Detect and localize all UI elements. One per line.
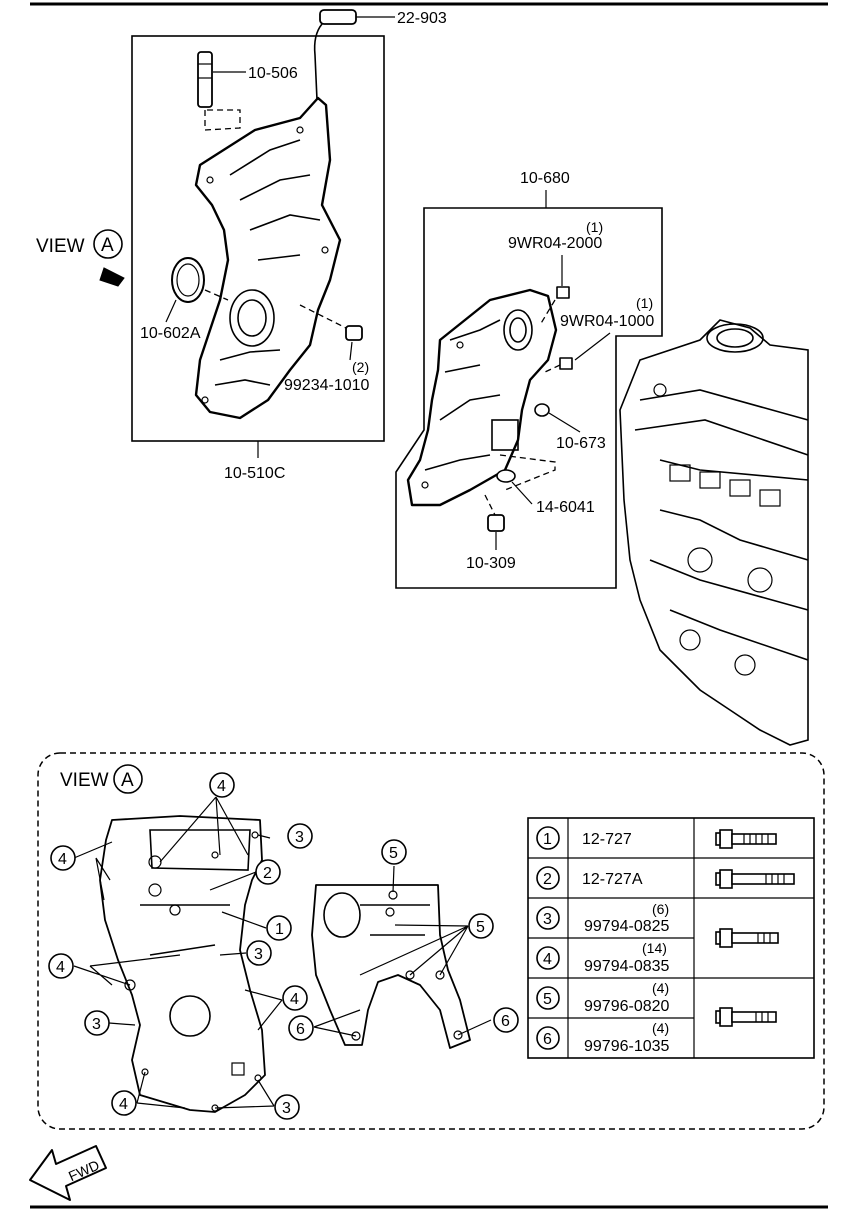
callout-2: 2 [263,865,272,882]
table-num-5: 5 [543,991,552,1008]
view-a-front-cover [99,815,266,1113]
sensor-part [313,9,395,101]
table-part-1: 12-727 [582,831,632,848]
part-b-icon [559,357,573,370]
fwd-arrow-icon: FWD [29,1145,107,1201]
table-part-4: 99794-0835 [584,958,670,975]
plug-part [299,304,363,361]
callout-1: 1 [275,921,284,938]
oring-part [165,257,229,323]
callout-4-left: 4 [58,851,67,868]
callout-4-bottom: 4 [119,1096,128,1113]
bolt-icon-3-4 [715,928,779,948]
callout-3-top: 3 [295,829,304,846]
view-a-arrow-icon [99,267,125,287]
seal1-icon [534,403,550,417]
table-num-4: 4 [543,951,552,968]
callout-3-left: 3 [92,1016,101,1033]
cover2-assy-label: 10-680 [520,170,570,187]
view-a-letter: A [101,235,114,256]
view-a-word: VIEW [36,236,85,257]
view-a-callouts: 4 4 4 3 4 3 2 1 3 4 3 5 5 6 6 [48,772,519,1120]
table-num-6: 6 [543,1031,552,1048]
part-a-label: 9WR04-2000 [508,235,602,252]
bolt-table: 1 2 3 4 5 6 12-727 12-727A (6) 99794-082… [527,817,815,1059]
callout-4-mid: 4 [56,959,65,976]
callout-4-top: 4 [217,778,226,795]
table-part-6: 99796-1035 [584,1038,670,1055]
callout-5-top: 5 [389,845,398,862]
callout-6-left: 6 [296,1021,305,1038]
view-a-detail-word: VIEW [60,770,109,791]
bolt-icon-2 [715,869,795,889]
part-b-qty: (1) [636,295,653,311]
table-part-2: 12-727A [582,871,643,888]
bolt-icon-5-6 [715,1007,777,1027]
dowel-label: 10-506 [248,65,298,82]
view-a-circle [93,229,123,259]
view-a-detail-frame [37,752,825,1130]
engine-block-drawing [619,319,809,746]
view-a-leaders [73,796,492,1109]
cover-assy-label: 10-510C [224,465,285,482]
callout-5-right: 5 [476,919,485,936]
table-qty-3: (6) [652,901,669,917]
bushing-label: 10-309 [466,555,516,572]
view-a-rear-cover [311,884,471,1049]
plug-label: 99234-1010 [284,377,370,394]
table-qty-6: (4) [652,1020,669,1036]
bolt-icon-1 [715,829,777,849]
oring-label: 10-602A [140,325,201,342]
table-num-3: 3 [543,911,552,928]
bushing-icon [487,514,505,532]
front-cover-drawing [194,96,342,420]
callout-4-right: 4 [290,991,299,1008]
table-qty-4: (14) [642,940,667,956]
view-a-detail-circle [113,764,143,794]
table-num-2: 2 [543,871,552,888]
sensor-label: 22-903 [397,10,447,27]
table-part-3: 99794-0825 [584,918,670,935]
part-b-label: 9WR04-1000 [560,313,654,330]
part-a-qty: (1) [586,219,603,235]
table-num-1: 1 [543,831,552,848]
part-a-icon [556,286,570,299]
callout-3-bottom: 3 [282,1100,291,1117]
table-qty-5: (4) [652,980,669,996]
cover2-assembly-frame [395,207,663,589]
callout-6-right: 6 [501,1013,510,1030]
table-part-5: 99796-0820 [584,998,670,1015]
rear-cover-drawing [406,288,558,507]
dowel-part [197,51,246,131]
seal1-label: 10-673 [556,435,606,452]
view-a-detail-letter: A [121,770,134,791]
seal2-label: 14-6041 [536,499,595,516]
plug-qty: (2) [352,359,369,375]
seal2-icon [496,469,516,483]
callout-3-mid: 3 [254,946,263,963]
